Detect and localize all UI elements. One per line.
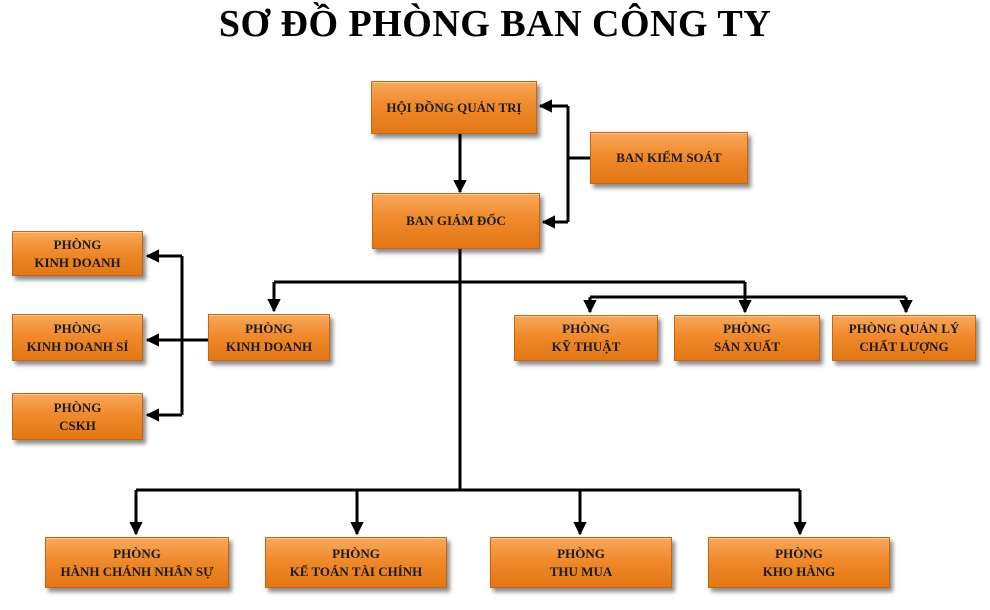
node-hoi-dong-quan-tri: HỘI ĐỒNG QUẢN TRỊ	[371, 81, 537, 134]
node-phong-ky-thuat: PHÒNG KỸ THUẬT	[514, 315, 658, 361]
node-phong-thu-mua: PHÒNG THU MUA	[490, 537, 672, 588]
node-ban-giam-doc: BAN GIÁM ĐỐC	[372, 193, 540, 249]
node-phong-kinh-doanh-si: PHÒNG KINH DOANH SỈ	[12, 314, 143, 361]
node-phong-san-xuat: PHÒNG SẢN XUẤT	[674, 315, 820, 361]
node-phong-kho-hang: PHÒNG KHO HÀNG	[708, 537, 890, 588]
node-phong-ke-toan-tai-chinh: PHÒNG KẾ TOÁN TÀI CHÍNH	[265, 537, 447, 588]
node-phong-kinh-doanh: PHÒNG KINH DOANH	[208, 314, 330, 361]
node-phong-quan-ly-chat-luong: PHÒNG QUẢN LÝ CHẤT LƯỢNG	[832, 315, 976, 361]
node-phong-hanh-chanh-nhan-su: PHÒNG HÀNH CHÁNH NHÂN SỰ	[45, 537, 229, 588]
node-phong-kinh-doanh-left: PHÒNG KINH DOANH	[12, 231, 143, 276]
chart-title: SƠ ĐỒ PHÒNG BAN CÔNG TY	[218, 3, 772, 45]
node-phong-cskh: PHÒNG CSKH	[12, 393, 143, 440]
node-ban-kiem-soat: BAN KIỂM SOÁT	[590, 132, 748, 184]
